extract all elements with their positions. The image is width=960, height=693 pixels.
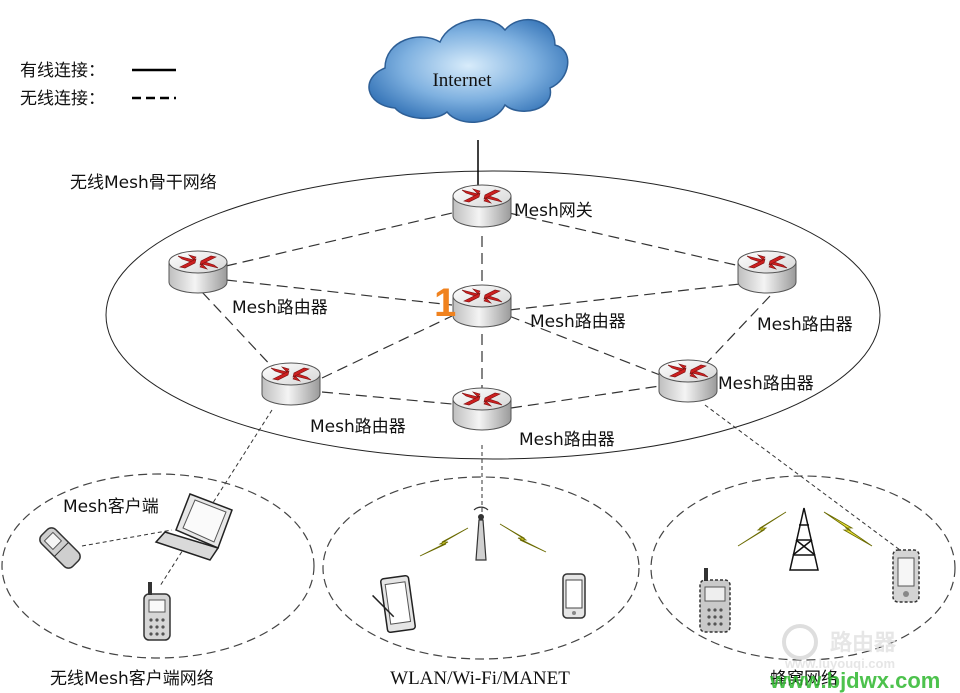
internet-label: Internet [432, 70, 492, 91]
legend: 有线连接： 无线连接： [20, 61, 176, 109]
mesh-router-right: Mesh路由器 [737, 250, 853, 335]
cell-smartphone-icon [892, 549, 920, 603]
router-label: Mesh路由器 [519, 430, 615, 450]
mesh-gateway: Mesh网关 [452, 184, 593, 228]
backbone-ellipse [105, 170, 881, 460]
client-label: Mesh客户端 [63, 497, 159, 517]
cellular-bolt-icon [737, 511, 873, 547]
gateway-label: Mesh网关 [514, 201, 593, 221]
watermark: 路由器 www.luyouqi.com www.bjdwx.com [769, 624, 940, 693]
flip-phone-icon [39, 527, 81, 569]
watermark-logo-icon [782, 624, 818, 660]
wlan-network-ellipse [322, 476, 640, 660]
mesh-router-lower-left: Mesh路由器 [261, 362, 406, 437]
cloud-icon [368, 18, 569, 123]
watermark-logo-text: 路由器 [830, 630, 897, 655]
edge-links [159, 404, 901, 587]
backbone-links [201, 212, 771, 409]
laptop-icon [154, 493, 233, 561]
mesh-router-center: Mesh路由器 1 [434, 281, 626, 332]
router-label: Mesh路由器 [718, 374, 814, 394]
client-network-label: 无线Mesh客户端网络 [50, 669, 214, 689]
tablet-icon [372, 574, 416, 634]
watermark-url-green: www.bjdwx.com [769, 668, 940, 693]
backbone-label: 无线Mesh骨干网络 [70, 173, 217, 193]
wlan-network-label: WLAN/Wi-Fi/MANET [390, 668, 570, 689]
smartphone-icon [562, 573, 586, 619]
legend-wired-label: 有线连接： [20, 61, 105, 81]
cell-tower-icon [789, 507, 819, 571]
bar-phone-icon [143, 582, 171, 641]
watermark-url: www.luyouqi.com [784, 656, 895, 671]
client-links [81, 529, 173, 547]
mesh-router-lower-center: Mesh路由器 [452, 387, 615, 450]
cellular-network-ellipse [650, 475, 956, 661]
mesh-router-left: Mesh路由器 [168, 250, 328, 318]
router-label: Mesh路由器 [530, 312, 626, 332]
router-label: Mesh路由器 [310, 417, 406, 437]
cellular-network-label: 蜂窝网络 [770, 669, 838, 689]
mesh-router-lower-right: Mesh路由器 [658, 359, 814, 403]
router-label: Mesh路由器 [232, 298, 328, 318]
access-point-icon [473, 506, 489, 561]
number-badge: 1 [434, 281, 456, 325]
legend-wireless-label: 无线连接： [20, 89, 105, 109]
cell-phone-icon [699, 568, 731, 633]
client-network-ellipse [1, 473, 315, 659]
wireless-bolt-icon [419, 523, 547, 557]
router-label: Mesh路由器 [757, 315, 853, 335]
internet-cloud: Internet [368, 18, 569, 123]
